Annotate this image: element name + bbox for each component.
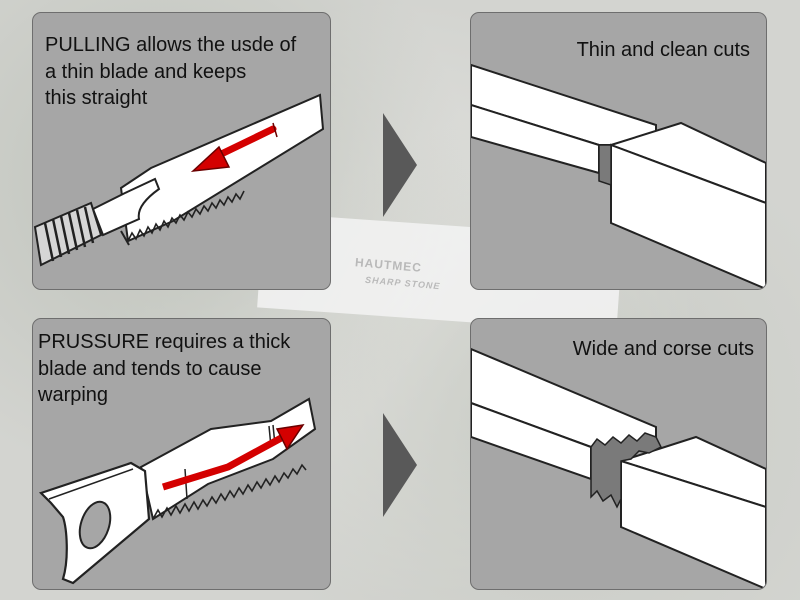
- pulling-caption: PULLING allows the usde of a thin blade …: [45, 34, 297, 110]
- pushing-caption: PRUSSURE requires a thick blade and tend…: [38, 331, 291, 407]
- wide-kerf-board-icon: [471, 347, 766, 589]
- direction-arrow-icon: [383, 413, 417, 517]
- push-saw-icon: [38, 397, 317, 585]
- pull-saw-icon: [33, 93, 325, 267]
- thin-cut-caption: Thin and clean cuts: [576, 39, 750, 61]
- wide-cut-panel: Wide and corse cuts: [470, 318, 767, 590]
- pushing-panel: PRUSSURE requires a thick blade and tend…: [32, 318, 331, 590]
- pulling-panel: PULLING allows the usde of a thin blade …: [32, 12, 331, 290]
- thin-cut-panel: Thin and clean cuts: [470, 12, 767, 290]
- direction-arrow-icon: [383, 113, 417, 217]
- thin-kerf-board-icon: [471, 63, 766, 289]
- wide-cut-caption: Wide and corse cuts: [572, 338, 754, 360]
